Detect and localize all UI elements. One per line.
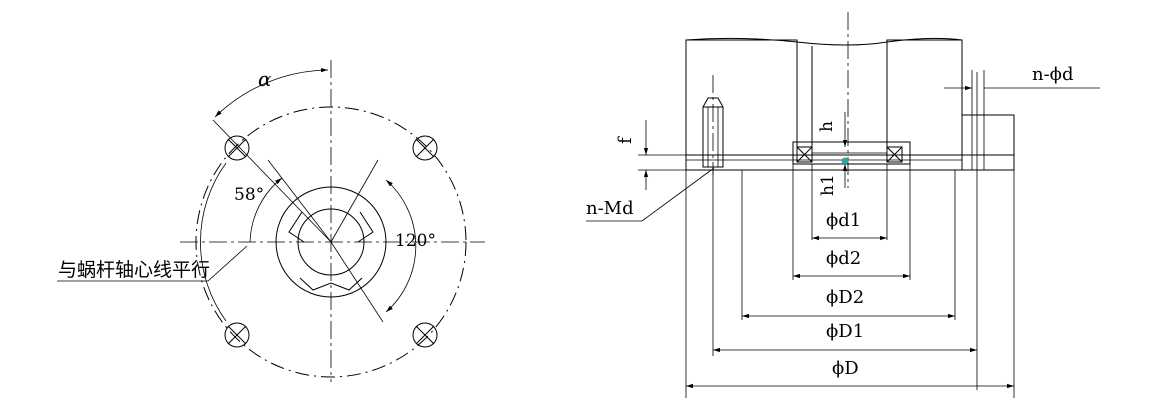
break-line <box>685 37 963 46</box>
flange-step <box>961 92 1015 171</box>
phi-D1-label: ϕD1 <box>826 321 864 342</box>
bearing-right <box>886 146 903 163</box>
section-view: n-ϕd f h h1 n-Md ϕd1 ϕd2 ϕD2 ϕ <box>586 12 1100 398</box>
parallel-note-leader <box>57 245 248 282</box>
phi-D2-label: ϕD2 <box>826 287 864 308</box>
alpha-label: α <box>258 67 272 91</box>
phi-d2-label: ϕd2 <box>826 248 861 269</box>
radial-alpha-line <box>212 119 332 243</box>
angle-58-label: 58° <box>234 185 264 205</box>
f-label: f <box>615 136 636 144</box>
flange-arc-left <box>200 162 227 322</box>
key-feature-left-top <box>288 211 305 243</box>
angle-120-label: 120° <box>395 231 436 251</box>
bolt-hole-top-right <box>412 135 438 161</box>
n-phi-d-label: n-ϕd <box>1032 64 1073 85</box>
hatched-block-right <box>886 39 963 156</box>
front-view: α 58° 120° 与蜗杆轴心线平行 <box>57 60 485 382</box>
radial-120-bottom <box>330 241 384 323</box>
h1-label: h1 <box>818 174 838 196</box>
angle-58-arc <box>249 177 283 243</box>
base-plate <box>685 154 1015 171</box>
bolt-hole-top-left <box>224 135 250 161</box>
angle-120-arc <box>385 179 417 313</box>
threaded-stud <box>702 75 724 175</box>
radial-120-top <box>330 159 379 243</box>
bearing-left <box>796 146 813 163</box>
key-feature-bottom <box>299 277 363 291</box>
bolt-hole-bottom-left <box>224 322 250 348</box>
parallel-note: 与蜗杆轴心线平行 <box>58 259 210 281</box>
key-feature-right-top <box>357 211 374 243</box>
inner-bore-ring <box>297 208 365 276</box>
alpha-angle-arc <box>214 67 329 118</box>
bolt-hole-bottom-right <box>412 322 438 348</box>
phi-D-label: ϕD <box>832 358 859 379</box>
bearing-seat <box>792 141 911 165</box>
h-label: h <box>817 121 837 132</box>
center-marker <box>841 157 849 165</box>
n-md-leader <box>586 167 715 222</box>
n-md-label: n-Md <box>586 198 634 219</box>
radial-58-line <box>267 159 332 243</box>
phi-d1-label: ϕd1 <box>826 210 861 231</box>
